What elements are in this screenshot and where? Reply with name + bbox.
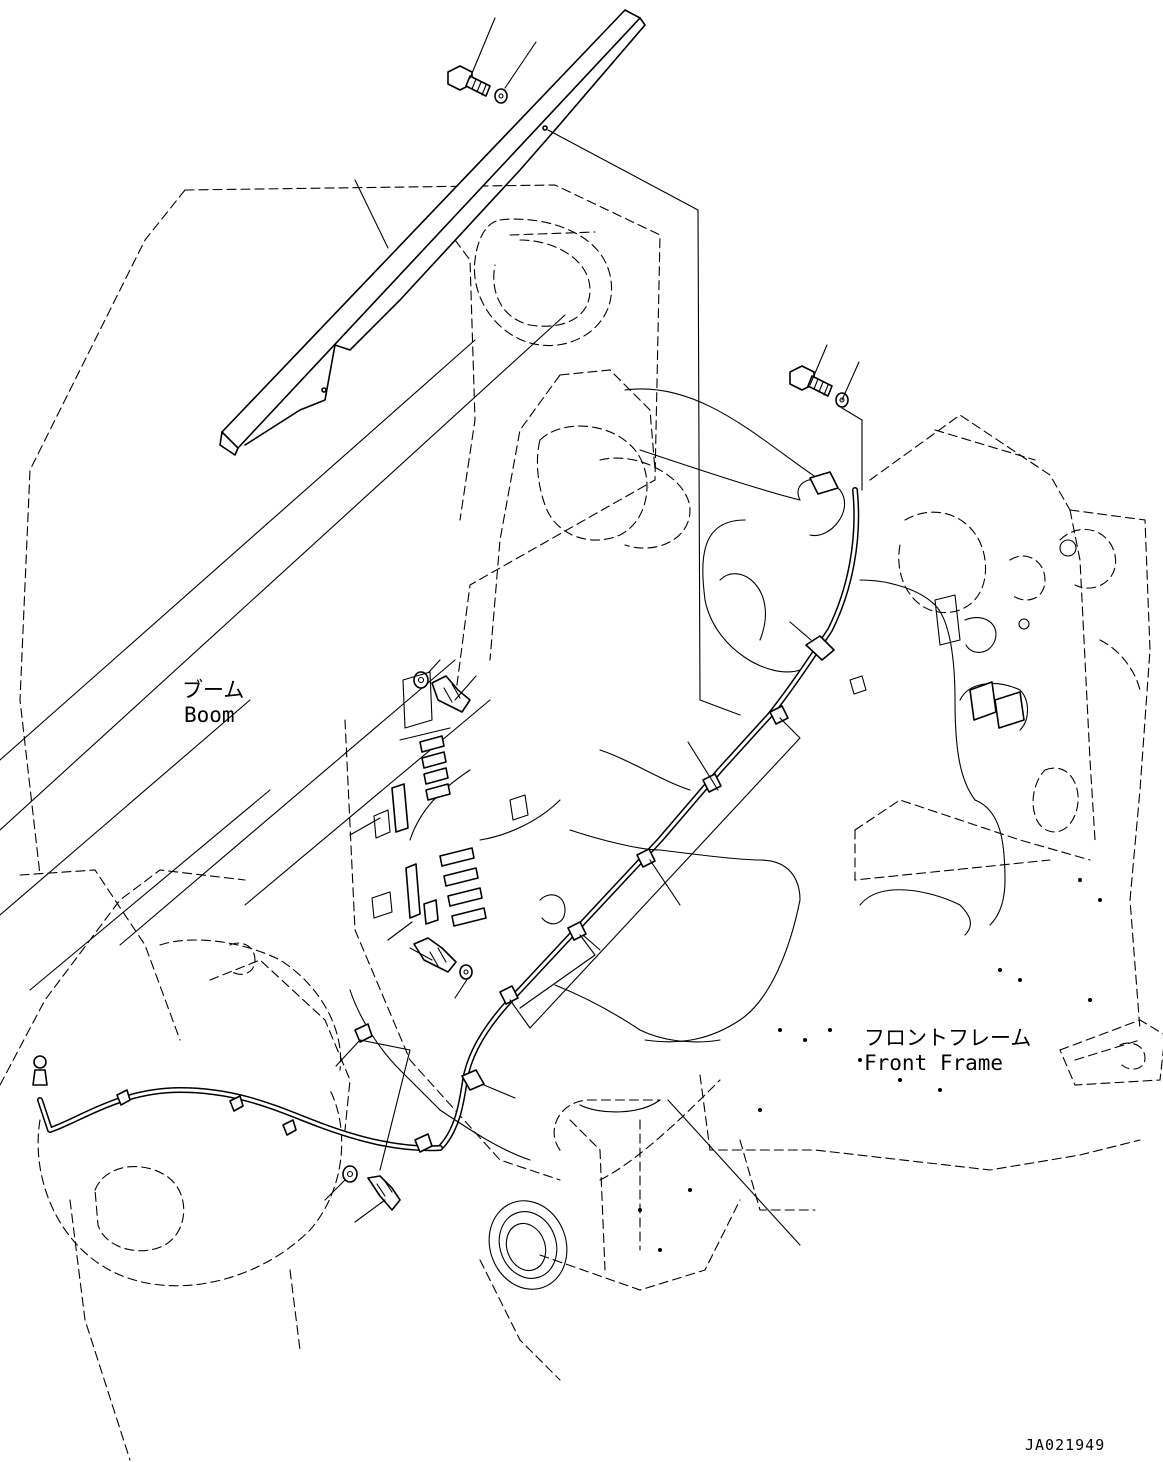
bolt-bottom — [367, 1175, 401, 1211]
boom-outline — [0, 184, 691, 1461]
bolt-upper-right — [789, 365, 833, 397]
washer-top — [494, 88, 508, 104]
right-connectors — [809, 471, 1077, 729]
front-frame-label-ja: フロントフレーム — [864, 1026, 1031, 1050]
pivot-boss — [488, 1200, 568, 1290]
front-frame-outline — [344, 414, 1163, 1381]
bolt-top — [447, 65, 491, 97]
leader-lines — [324, 17, 863, 1246]
washer-lower — [459, 964, 473, 980]
harness-clamps — [116, 635, 835, 1153]
washer-bottom — [342, 1165, 358, 1183]
frame-holes — [638, 878, 1102, 1252]
bolt-middle — [431, 675, 471, 713]
cover-rail — [219, 9, 646, 456]
boom-label-ja: ブーム — [182, 678, 244, 702]
connector-bracket — [371, 671, 566, 927]
bolt-lower — [413, 937, 457, 973]
drawing-code: JA021949 — [1025, 1436, 1105, 1454]
front-frame-label-en: Front Frame — [864, 1051, 1003, 1075]
main-harness — [32, 388, 1029, 1161]
boom-beam — [0, 314, 566, 991]
boom-label-en: Boom — [184, 703, 235, 727]
